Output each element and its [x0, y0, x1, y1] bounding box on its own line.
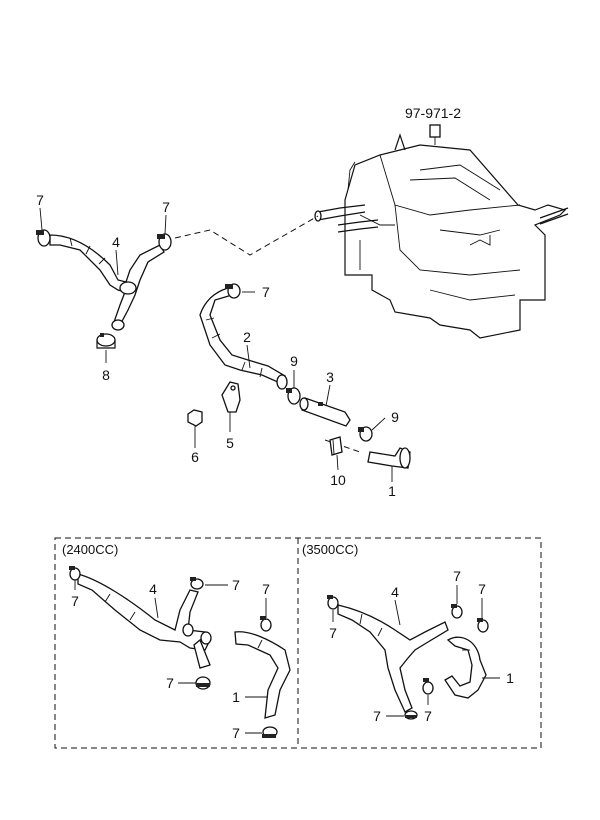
clamp-icon: [182, 623, 194, 637]
connection-line: [324, 439, 361, 453]
clamp-icon: [358, 426, 373, 442]
callout-7: 7: [373, 708, 381, 724]
hose-1: [367, 447, 411, 469]
callout-5: 5: [226, 435, 234, 451]
clamp-icon: [276, 374, 288, 390]
callout-1: 1: [506, 670, 514, 686]
clamp-icon: [327, 595, 339, 610]
clamp-icon: [69, 566, 81, 581]
nut-icon: [187, 409, 203, 427]
callout-7: 7: [162, 199, 170, 215]
bracket-5: [221, 381, 241, 413]
callout-9: 9: [290, 353, 298, 369]
pipe-3: [299, 397, 351, 427]
clamp-icon: [451, 604, 463, 619]
hose-4-2400: [69, 566, 212, 669]
clamp-icon: [111, 319, 125, 331]
callout-7: 7: [71, 593, 79, 609]
hose-1-2400: [234, 616, 291, 738]
callout-7: 7: [36, 192, 44, 208]
callout-3: 3: [326, 369, 334, 385]
hose-2-assembly: [199, 283, 288, 390]
callout-7: 7: [232, 577, 240, 593]
callout-2: 2: [243, 329, 251, 345]
heater-unit: [314, 124, 569, 339]
hose-4-assembly: [36, 229, 172, 349]
part-ref-label: 97-971-2: [405, 105, 461, 121]
callout-10: 10: [330, 472, 346, 488]
callout-9: 9: [391, 409, 399, 425]
hose-4-3500: [327, 595, 449, 720]
clamp-icon: [36, 229, 51, 247]
callout-7: 7: [424, 708, 432, 724]
cap-icon: [96, 333, 116, 349]
hose-1-3500: [444, 636, 487, 699]
callout-1: 1: [388, 483, 396, 499]
callout-7: 7: [262, 581, 270, 597]
inset-title-2400: (2400CC): [62, 542, 118, 557]
clamp-icon: [119, 281, 137, 295]
callout-7: 7: [453, 568, 461, 584]
clamp-icon: [477, 618, 489, 633]
clamp-icon: [260, 616, 272, 632]
clamp-icon: [195, 676, 211, 690]
callout-8: 8: [102, 367, 110, 383]
callout-4: 4: [149, 581, 157, 597]
clamp-icon: [422, 678, 434, 695]
clamp-icon: [225, 283, 241, 299]
clamp-icon: [200, 631, 212, 645]
callout-4: 4: [112, 234, 120, 250]
clamp-icon: [286, 387, 301, 405]
callout-4: 4: [391, 584, 399, 600]
callout-7: 7: [329, 625, 337, 641]
callout-7: 7: [262, 284, 270, 300]
callout-7: 7: [232, 725, 240, 741]
clamp-icon: [190, 577, 204, 590]
clamp-icon: [262, 726, 278, 738]
callout-6: 6: [191, 449, 199, 465]
bracket-10: [329, 436, 343, 456]
callout-7: 7: [166, 675, 174, 691]
clamp-icon: [404, 710, 418, 720]
callout-7: 7: [478, 581, 486, 597]
connection-line: [174, 215, 319, 256]
inset-title-3500: (3500CC): [302, 542, 358, 557]
callout-1: 1: [232, 689, 240, 705]
